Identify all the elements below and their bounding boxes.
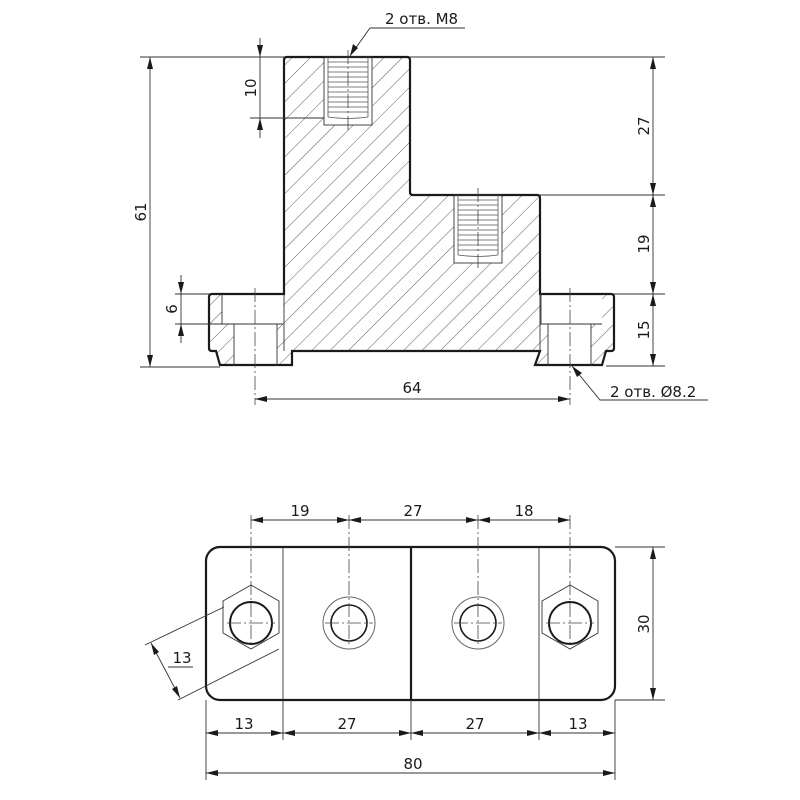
front-dimensions <box>140 27 708 402</box>
dim-27-vertical: 27 <box>635 116 653 135</box>
dim-27-mid1: 27 <box>337 715 356 733</box>
body-outline <box>207 55 616 367</box>
dim-19-top: 19 <box>290 502 309 520</box>
thread-note-label: 2 отв. M8 <box>385 10 458 28</box>
dim-80: 80 <box>403 755 422 773</box>
dim-13-right: 13 <box>568 715 587 733</box>
body-hatch <box>209 57 614 365</box>
dim-10: 10 <box>242 78 260 97</box>
dim-64: 64 <box>402 379 421 397</box>
dim-27-top: 27 <box>403 502 422 520</box>
thread-outer-1 <box>322 596 376 650</box>
dim-13-left: 13 <box>234 715 253 733</box>
thread-outer-2 <box>451 596 505 650</box>
top-view <box>204 515 617 702</box>
dim-15: 15 <box>635 320 653 339</box>
through-hole-left <box>234 324 277 366</box>
counterbore-left <box>222 294 283 324</box>
dim-18-top: 18 <box>514 502 533 520</box>
dim-13-hex: 13 <box>172 649 191 667</box>
hex-nut-left <box>222 584 280 650</box>
through-hole-right <box>548 324 591 366</box>
hex-nut-right <box>541 584 599 650</box>
hole-note-label: 2 отв. Ø8.2 <box>610 383 696 401</box>
counterbore-right <box>541 294 602 324</box>
dim-6: 6 <box>163 304 181 314</box>
dim-19-vertical: 19 <box>635 234 653 253</box>
dim-30: 30 <box>635 614 653 633</box>
dim-27-mid2: 27 <box>465 715 484 733</box>
front-section-view <box>207 50 616 405</box>
top-dimensions <box>144 517 665 780</box>
dim-61: 61 <box>132 202 150 221</box>
